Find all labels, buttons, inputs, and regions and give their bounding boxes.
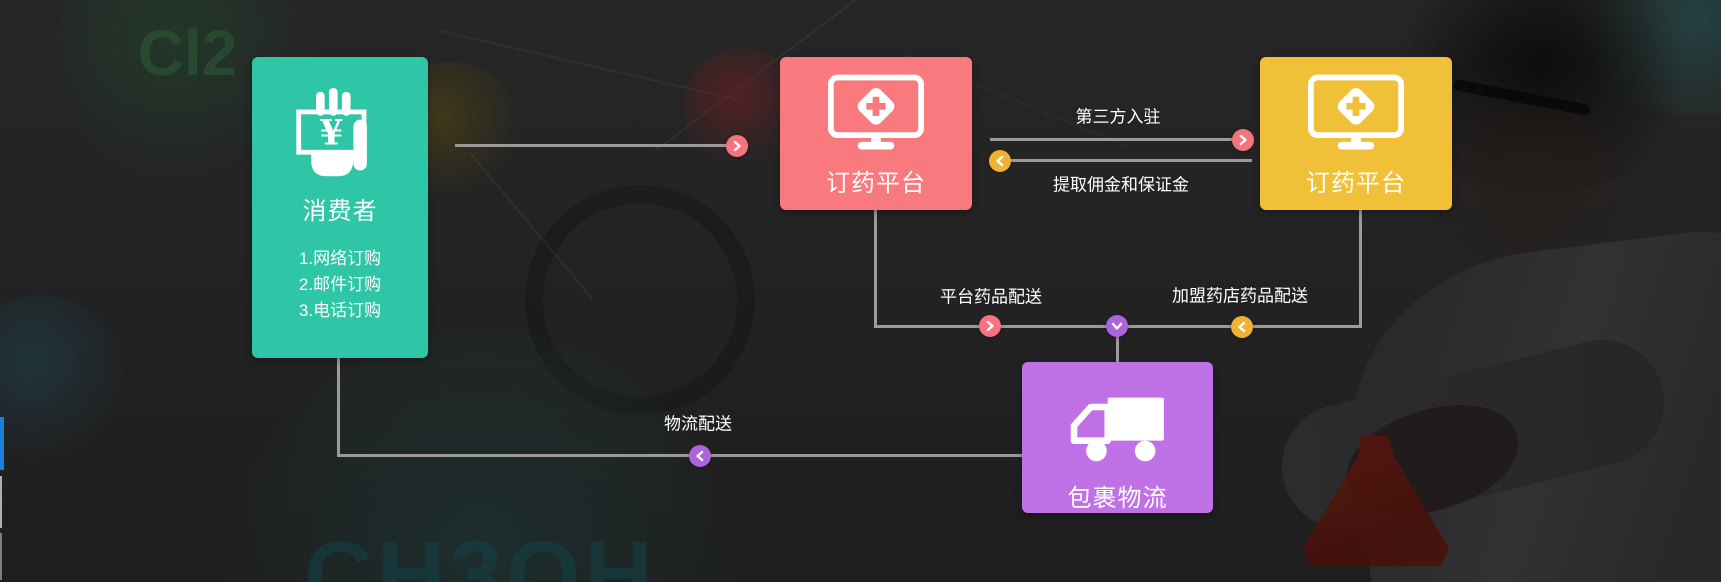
molecule-ball — [0, 295, 125, 465]
node-logistics: 包裹物流 — [1022, 362, 1213, 513]
arrow-left-icon — [989, 150, 1011, 172]
order-method-item: 3.电话订购 — [298, 301, 382, 320]
arrow-right-icon — [726, 135, 748, 157]
edge-label-franchise-delivery: 加盟药店药品配送 — [1172, 286, 1308, 306]
yen-symbol: ¥ — [319, 114, 343, 154]
left-edge-gray-sliver — [0, 533, 2, 580]
connector-consumer-to-platform — [455, 144, 727, 147]
connector-platform-right-down — [1359, 210, 1362, 327]
arrow-down-icon — [1106, 315, 1128, 337]
arrow-left-icon — [1231, 316, 1253, 338]
order-method-item: 1.网络订购 — [298, 249, 382, 268]
left-edge-blue-sliver — [0, 417, 4, 470]
edge-label-platform-delivery: 平台药品配送 — [940, 287, 1042, 307]
truck-icon — [1070, 397, 1164, 462]
hand-money-icon: ¥ — [296, 87, 367, 177]
medical-monitor-icon — [1308, 74, 1404, 150]
node-title: 订药平台 — [1306, 170, 1406, 197]
node-title: 消费者 — [302, 198, 378, 225]
ch3oh-label: CH3OH — [304, 521, 657, 582]
arrow-left-icon — [689, 445, 711, 467]
connector-consumer-down — [337, 358, 340, 457]
arrow-right-icon — [1232, 129, 1254, 151]
node-consumer: ¥ 消费者 1.网络订购 2.邮件订购 3.电话订购 — [252, 57, 428, 358]
edge-label-logistics-delivery: 物流配送 — [664, 414, 732, 434]
node-title: 订药平台 — [826, 170, 926, 197]
arrow-right-icon — [979, 315, 1001, 337]
connector-platform-left-down — [874, 210, 877, 328]
node-title: 包裹物流 — [1067, 485, 1168, 512]
connector-third-party — [990, 138, 1234, 141]
order-methods-list: 1.网络订购 2.邮件订购 3.电话订购 — [299, 246, 381, 324]
connector-commission — [1010, 159, 1252, 162]
connector-to-logistics — [1116, 327, 1119, 362]
edge-label-commission: 提取佣金和保证金 — [1053, 175, 1189, 195]
edge-label-third-party: 第三方入驻 — [1075, 107, 1161, 127]
node-platform-left: 订药平台 — [780, 57, 972, 210]
cl2-label: Cl2 — [137, 16, 238, 89]
medical-monitor-icon — [828, 74, 924, 150]
order-method-item: 2.邮件订购 — [298, 275, 382, 294]
connector-logistics-to-consumer — [337, 454, 1022, 457]
left-edge-gray-sliver — [0, 476, 2, 528]
node-platform-right: 订药平台 — [1260, 57, 1452, 210]
